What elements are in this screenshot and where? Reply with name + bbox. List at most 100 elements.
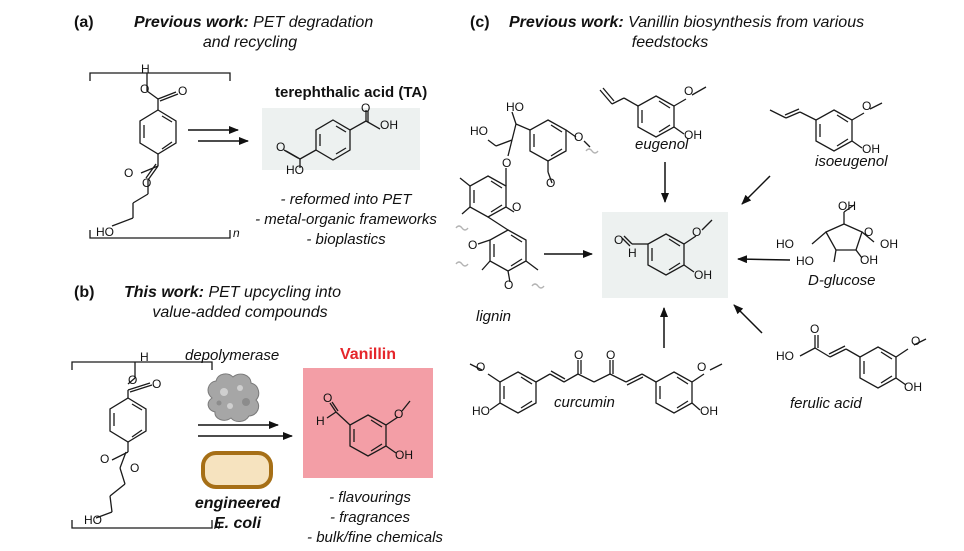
atom-o-a4: O xyxy=(142,176,152,190)
isoeugenol-label: isoeugenol xyxy=(815,153,888,170)
ferulic-acid-structure xyxy=(799,335,927,389)
atom-h-van-b: H xyxy=(316,414,325,428)
atom-oh-fer: OH xyxy=(904,380,922,394)
depolymerase-label: depolymerase xyxy=(185,347,280,364)
atom-o-van-b1: O xyxy=(323,391,333,405)
vanillin-structure-b xyxy=(326,400,411,457)
panel-b-title-rest: PET upcycling into xyxy=(204,284,341,301)
atom-h-a: H xyxy=(141,62,150,76)
arrow-d-glucose xyxy=(737,255,791,264)
atom-o-van-c2: O xyxy=(692,225,702,239)
vanillin-use-2: - fragrances xyxy=(329,509,411,526)
atom-o-lig1: O xyxy=(502,156,512,170)
panel-a-title-line2: and recycling xyxy=(202,34,298,51)
atom-oh-van-b: OH xyxy=(395,448,413,462)
atom-o-b2: O xyxy=(152,377,162,391)
atom-oh-van-c: OH xyxy=(694,268,712,282)
atom-o-van-b2: O xyxy=(394,407,404,421)
atom-oh-ta: OH xyxy=(380,118,398,132)
panel-b-title-line2: value-added compounds xyxy=(152,304,328,321)
atom-o-cur1: O xyxy=(476,360,486,374)
atom-oh-isoeugenol: OH xyxy=(862,142,880,156)
atom-o-b1: O xyxy=(128,373,138,387)
atom-n-b: n xyxy=(214,518,221,532)
ta-product-name: terephthalic acid (TA) xyxy=(275,84,428,101)
panel-a-title-rest: PET degradation xyxy=(248,14,374,31)
lignin-structure xyxy=(459,111,591,283)
panel-c-label: (c) xyxy=(470,14,490,31)
ecoli-cell-icon xyxy=(201,451,273,489)
atom-oh-eugenol: OH xyxy=(684,128,702,142)
atom-o-a2: O xyxy=(178,84,188,98)
panel-c-title-bold: Previous work: xyxy=(509,14,624,31)
atom-ho-a: HO xyxy=(96,225,114,239)
ferulic-acid-label: ferulic acid xyxy=(790,395,862,412)
atom-ho-lig1: HO xyxy=(506,100,524,114)
vanillin-title: Vanillin xyxy=(339,346,396,363)
atom-o-b4: O xyxy=(130,461,140,475)
panel-a-title: Previous work: PET degradation xyxy=(134,13,373,32)
atom-o-ta2: O xyxy=(361,101,371,115)
atom-o-lig2: O xyxy=(574,130,584,144)
arrow-ferulic-acid xyxy=(733,304,763,334)
panel-c-title-line2: feedstocks xyxy=(631,34,709,51)
atom-o-cur4: O xyxy=(697,360,707,374)
ecoli-label-line1: engineered xyxy=(194,495,281,512)
vanillin-structure-c xyxy=(621,219,713,276)
atom-ho-glc4: HO xyxy=(796,254,814,268)
atom-oh-glc5: OH xyxy=(860,253,878,267)
atom-ho-b: HO xyxy=(84,513,102,527)
atom-ho-ta: HO xyxy=(286,163,304,177)
lignin-wavy-bonds xyxy=(455,148,599,289)
ta-use-1: - reformed into PET xyxy=(280,191,412,208)
ecoli-label-line2: E. coli xyxy=(213,515,262,532)
vanillin-use-1: - flavourings xyxy=(329,489,411,506)
atom-ho-glc2: HO xyxy=(776,237,794,251)
atom-o-cur3: O xyxy=(606,348,616,362)
curcumin-label: curcumin xyxy=(554,394,615,411)
atom-o-glc: O xyxy=(864,225,874,239)
isoeugenol-structure xyxy=(769,102,883,152)
atom-o-isoeugenol: O xyxy=(862,99,872,113)
vanillin-use-3: - bulk/fine chemicals xyxy=(307,529,443,546)
arrow-isoeugenol xyxy=(741,175,771,205)
atom-h-b: H xyxy=(140,350,149,364)
atom-o-lig4: O xyxy=(512,200,522,214)
atom-o-van-c1: O xyxy=(614,233,624,247)
atom-o-lig3: O xyxy=(546,176,556,190)
atom-o-a3: O xyxy=(124,166,134,180)
atom-oh-cur: OH xyxy=(700,404,718,418)
depolymerase-enzyme-icon xyxy=(207,373,260,422)
atom-ho-fer: HO xyxy=(776,349,794,363)
d-glucose-label: D-glucose xyxy=(808,272,876,289)
vanillin-center-box xyxy=(602,212,728,298)
atom-o-eugenol: O xyxy=(684,84,694,98)
panel-b-title-bold: This work: xyxy=(124,284,205,301)
panel-c-title-rest: Vanillin biosynthesis from various xyxy=(623,14,865,31)
pet-structure-a xyxy=(89,72,231,239)
ta-product-box xyxy=(262,108,420,170)
eugenol-label: eugenol xyxy=(635,136,689,153)
lignin-label: lignin xyxy=(476,308,512,325)
atom-o-lig6: O xyxy=(504,278,514,292)
panel-a-title-bold: Previous work: xyxy=(134,14,249,31)
vanillin-product-box xyxy=(303,368,433,478)
atom-o-lig5: O xyxy=(468,238,478,252)
atom-o-b3: O xyxy=(100,452,110,466)
panel-b-label: (b) xyxy=(74,284,95,301)
ta-use-2: - metal-organic frameworks xyxy=(255,211,437,228)
atom-o-ta1: O xyxy=(276,140,286,154)
panel-b-title: This work: PET upcycling into xyxy=(124,283,341,302)
atom-oh-glc3: OH xyxy=(880,237,898,251)
eugenol-structure xyxy=(599,86,707,138)
atom-o-fer1: O xyxy=(810,322,820,336)
atom-ho-cur: HO xyxy=(472,404,490,418)
atom-n-a: n xyxy=(233,226,240,240)
atom-o-cur2: O xyxy=(574,348,584,362)
atom-h-van-c: H xyxy=(628,246,637,260)
panel-c-title: Previous work: Vanillin biosynthesis fro… xyxy=(509,13,864,32)
atom-ho-lig2: HO xyxy=(470,124,488,138)
panel-a-label: (a) xyxy=(74,14,94,31)
atom-o-a1: O xyxy=(140,82,150,96)
